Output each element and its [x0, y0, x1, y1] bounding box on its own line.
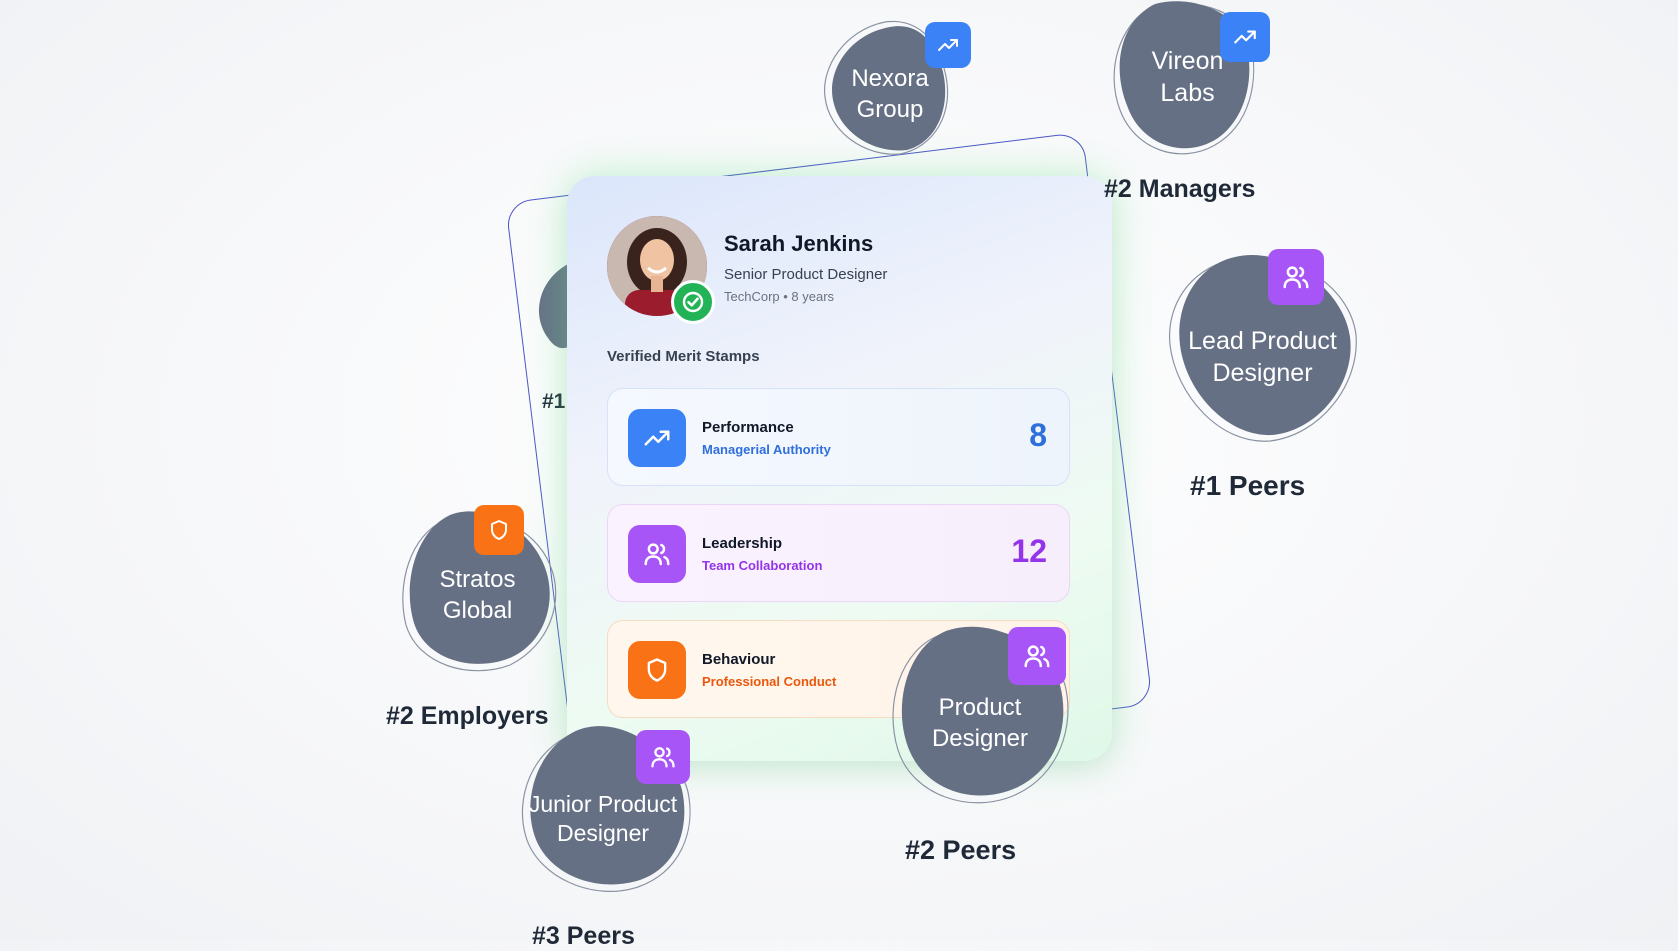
stamp-title: Behaviour [702, 651, 776, 668]
node-caption: #2 Managers [1104, 175, 1256, 203]
users-icon [1268, 249, 1324, 305]
node-label: Group [856, 95, 924, 123]
node-lead-product-designer[interactable]: Lead Product Designer [1160, 245, 1365, 450]
node-label: Junior Product [528, 791, 678, 817]
node-label: Global [442, 596, 513, 624]
merit-stamp-performance[interactable]: Performance Managerial Authority 8 [607, 388, 1070, 486]
stamp-subtitle: Managerial Authority [702, 442, 831, 457]
trending-up-icon [1220, 12, 1270, 62]
stamp-title: Leadership [702, 535, 783, 552]
node-label: Designer [931, 724, 1029, 752]
node-label: Vireon [1151, 47, 1224, 75]
profile-name: Sarah Jenkins [724, 231, 874, 256]
node-product-designer[interactable]: Product Designer [880, 625, 1080, 815]
verified-check-icon [671, 280, 715, 324]
stamp-value: 8 [1029, 417, 1047, 453]
merit-stamp-leadership[interactable]: Leadership Team Collaboration 12 [607, 504, 1070, 602]
avatar [607, 216, 707, 316]
stamp-value: 12 [1011, 533, 1047, 569]
users-icon [636, 730, 690, 784]
node-stratos-global[interactable]: Stratos Global [390, 505, 565, 680]
stamp-subtitle: Team Collaboration [702, 558, 823, 573]
profile-company: TechCorp • 8 years [724, 289, 835, 304]
hidden-node-caption: #1 [542, 390, 566, 413]
node-junior-product-designer[interactable]: Junior Product Designer [508, 722, 698, 902]
node-label: Labs [1160, 79, 1215, 107]
node-caption: #3 Peers [532, 922, 635, 950]
node-caption: #1 Peers [1190, 470, 1306, 501]
node-caption: #2 Employers [386, 702, 549, 730]
users-icon [1008, 627, 1066, 685]
users-icon [628, 525, 686, 583]
node-label: Stratos [439, 566, 516, 593]
node-label: Product [938, 694, 1022, 721]
trending-up-icon [925, 22, 971, 68]
node-nexora-group[interactable]: Nexora Group [815, 12, 971, 162]
node-label: Designer [1212, 359, 1313, 387]
node-vireon-labs[interactable]: Vireon Labs [1100, 0, 1275, 165]
shield-icon [628, 641, 686, 699]
stamp-title: Performance [702, 419, 794, 436]
trending-up-icon [628, 409, 686, 467]
node-caption: #2 Peers [905, 835, 1017, 865]
merit-section-title: Verified Merit Stamps [607, 348, 760, 365]
node-label: Lead Product [1188, 327, 1337, 355]
shield-icon [474, 505, 524, 555]
node-label: Nexora [851, 65, 929, 92]
profile-title: Senior Product Designer [724, 266, 888, 283]
node-label: Designer [556, 820, 650, 847]
stamp-subtitle: Professional Conduct [702, 674, 837, 689]
